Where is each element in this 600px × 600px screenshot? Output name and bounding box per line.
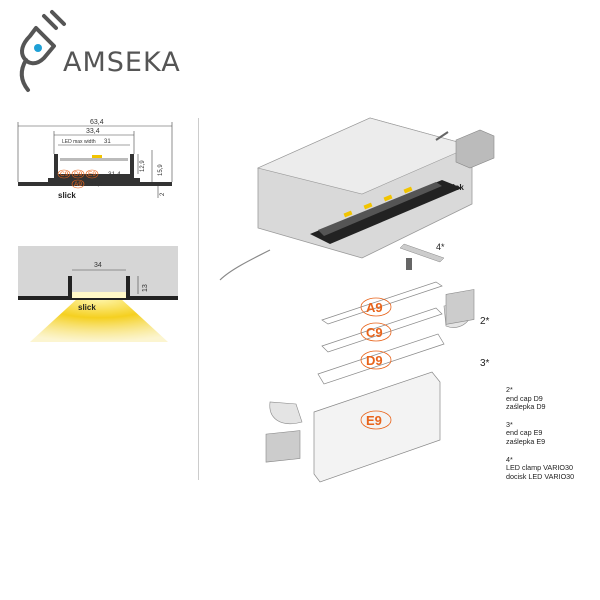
cover-a9-label: A9: [366, 300, 383, 315]
note-4-line1: LED clamp VARIO30: [506, 463, 573, 473]
light-slick-label: slick: [78, 303, 96, 312]
dim-total: 63,4: [90, 119, 104, 126]
cover-e9-label: E9: [366, 413, 382, 428]
section-diagram: 63,4 33,4 LED max width 31 12,9 15,9 2 C…: [17, 119, 173, 200]
callout-4: 4*: [436, 242, 445, 252]
notes: 2* end cap D9 zaślepka D9 3* end cap E9 …: [506, 385, 575, 481]
note-2-mark: 2*: [506, 385, 513, 394]
cover-row1-2: E9: [88, 171, 96, 178]
dim-height-total: 15,9: [158, 164, 164, 176]
note-3-line1: end cap E9: [506, 428, 543, 438]
slick-label: slick: [58, 191, 76, 200]
cover-d9-label: D9: [366, 353, 383, 368]
note-3-line2: zaślepka E9: [506, 436, 546, 446]
dim-height-inner: 12,9: [140, 160, 146, 172]
cover-row2-0: A9: [74, 181, 82, 188]
light-dim-height: 13: [142, 284, 149, 292]
plug-icon: [19, 10, 66, 92]
cover-row1-dim: 31,4: [108, 171, 121, 178]
note-2-line1: end cap D9: [506, 393, 543, 403]
callout-3: 3*: [480, 358, 490, 369]
note-3-mark: 3*: [506, 419, 513, 429]
cover-row1-0: C9: [60, 171, 69, 178]
callout-2: 2*: [480, 316, 490, 327]
led-max-width-label: LED max width: [62, 139, 96, 145]
cover-row1-1: D9: [74, 171, 83, 178]
light-dim-width: 34: [94, 262, 102, 269]
divider: [198, 118, 199, 480]
note-4-mark: 4*: [506, 454, 513, 464]
brand-name: AMSEKA: [63, 47, 181, 78]
dim-base: 2: [160, 192, 166, 196]
light-diagram: 34 13 slick: [18, 246, 178, 342]
cover-c9-label: C9: [366, 325, 383, 340]
cover-row2-dim: 31,4: [90, 181, 103, 188]
logo: AMSEKA: [14, 8, 214, 98]
dim-inner: 33,4: [86, 128, 100, 135]
assembly-slick-label: slick: [446, 183, 464, 192]
assembly-diagram: slick 4* A9 C9 D9 E9 2* 3*: [219, 117, 495, 483]
dim-led: 31: [104, 139, 111, 145]
note-4-line2: docisk LED VARIO30: [506, 471, 575, 481]
note-2-line2: zaślepka D9: [506, 402, 546, 412]
